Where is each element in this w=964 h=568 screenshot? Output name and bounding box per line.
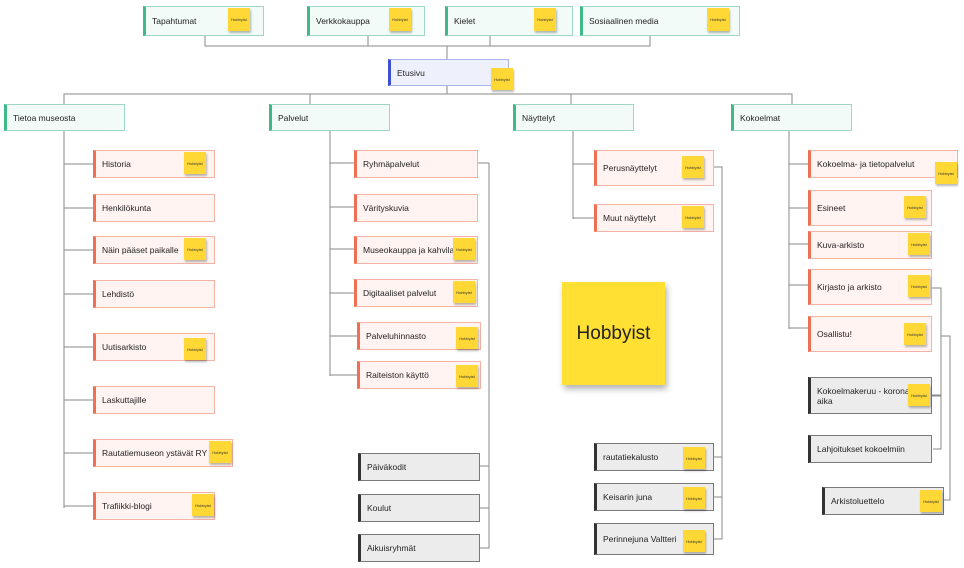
sticky-note[interactable]: Hobbyist [683,487,705,509]
card-label: Esineet [817,203,846,213]
card-label: Kokoelmat [740,112,781,123]
sticky-note[interactable]: Hobbyist [683,530,705,552]
card-lahjoitukset-kokoelmiin[interactable]: Lahjoitukset kokoelmiin [808,435,932,463]
card-label: Päiväkodit [367,462,407,472]
card-kokoelmat[interactable]: Kokoelmat [731,104,852,131]
card-label: Uutisarkisto [102,342,147,352]
sticky-note[interactable]: Hobbyist [920,490,942,512]
card-label: Kokoelmakeruu - korona aika [817,385,910,406]
sticky-note[interactable]: Hobbyist [491,68,513,90]
card-label: Ryhmäpalvelut [363,159,420,169]
card-label: Raiteiston käyttö [366,370,429,380]
card-tietoa-museosta[interactable]: Tietoa museosta [4,104,125,131]
sticky-note[interactable]: Hobbyist [184,238,206,260]
card-label: Perusnäyttelyt [603,163,657,173]
card-etusivu[interactable]: Etusivu [388,59,509,86]
card-label: Aikuisryhmät [367,543,416,553]
card-paivakodit[interactable]: Päiväkodit [358,453,480,481]
sticky-note[interactable]: Hobbyist [534,8,556,31]
sticky-note[interactable]: Hobbyist [456,365,478,387]
card-label: Henkilökunta [102,203,152,213]
card-varityskuvia[interactable]: Värityskuvia [354,194,478,222]
sticky-note[interactable]: Hobbyist [184,152,206,174]
card-label: Osallistu! [817,329,852,339]
card-label: Kokoelma- ja tietopalvelut [817,159,915,169]
sticky-note[interactable]: Hobbyist [456,327,478,349]
card-label: Etusivu [397,67,425,78]
card-label: Tapahtumat [152,16,197,26]
card-label: Näin pääset paikalle [102,245,179,255]
sticky-note[interactable]: Hobbyist [389,8,411,31]
card-label: Sosiaalinen media [589,16,659,26]
card-label: Värityskuvia [363,203,409,213]
sticky-note[interactable]: Hobbyist [904,196,926,218]
card-label: Palvelut [278,112,309,123]
card-palvelut[interactable]: Palvelut [269,104,390,131]
sticky-note[interactable]: Hobbyist [908,384,930,406]
card-label: Verkkokauppa [316,16,370,26]
card-label: Palveluhinnasto [366,331,427,341]
card-laskuttajille[interactable]: Laskuttajille [93,386,215,414]
card-label: Digitaaliset palvelut [363,288,437,298]
card-ryhmapalvelut[interactable]: Ryhmäpalvelut [354,150,478,178]
sticky-note[interactable]: Hobbyist [904,323,926,345]
card-label: Kuva-arkisto [817,240,865,250]
card-nayttelyt[interactable]: Näyttelyt [513,104,634,131]
sticky-note[interactable]: Hobbyist [453,281,475,303]
card-lehdisto[interactable]: Lehdistö [93,280,215,308]
card-label: Tietoa museosta [13,112,76,123]
sticky-note[interactable]: Hobbyist [682,156,704,178]
hobbyist-sticky-note-large[interactable]: Hobbyist [562,282,665,385]
sticky-note[interactable]: Hobbyist [453,238,475,260]
sticky-note[interactable]: Hobbyist [683,447,705,469]
card-osallistu[interactable]: Osallistu! [808,316,932,352]
card-label: Trafiikki-blogi [102,501,152,511]
sticky-note[interactable]: Hobbyist [935,162,957,184]
sticky-note[interactable]: Hobbyist [908,233,930,255]
card-label: Rautatiemuseon ystävät RY [102,448,208,458]
card-label: Laskuttajille [102,395,147,405]
sticky-note[interactable]: Hobbyist [908,275,930,297]
card-label: Arkistoluettelo [831,496,885,506]
card-label: rautatiekalusto [603,452,659,462]
sticky-note[interactable]: Hobbyist [228,8,250,31]
card-label: Kirjasto ja arkisto [817,282,882,292]
card-label: Keisarin juna [603,492,653,502]
sticky-note[interactable]: Hobbyist [209,441,231,463]
card-kokoelma-ja-tietopalvelut[interactable]: Kokoelma- ja tietopalvelut [808,150,958,178]
card-label: Historia [102,159,131,169]
card-label: Lahjoitukset kokoelmiin [817,444,905,454]
sticky-note[interactable]: Hobbyist [184,338,206,360]
card-aikuisryhmat[interactable]: Aikuisryhmät [358,534,480,562]
card-label: Muut näyttelyt [603,213,656,223]
card-label: Lehdistö [102,289,135,299]
card-koulut[interactable]: Koulut [358,494,480,522]
sticky-note[interactable]: Hobbyist [682,206,704,228]
card-label: Perinnejuna Valtteri [603,534,677,544]
card-henkilokunta[interactable]: Henkilökunta [93,194,215,222]
sticky-note[interactable]: Hobbyist [192,494,214,516]
card-label: Koulut [367,503,392,513]
card-label: Näyttelyt [522,112,556,123]
card-label: Kielet [454,16,476,26]
card-label: Museokauppa ja kahvila [363,245,455,255]
sticky-note[interactable]: Hobbyist [707,8,729,31]
